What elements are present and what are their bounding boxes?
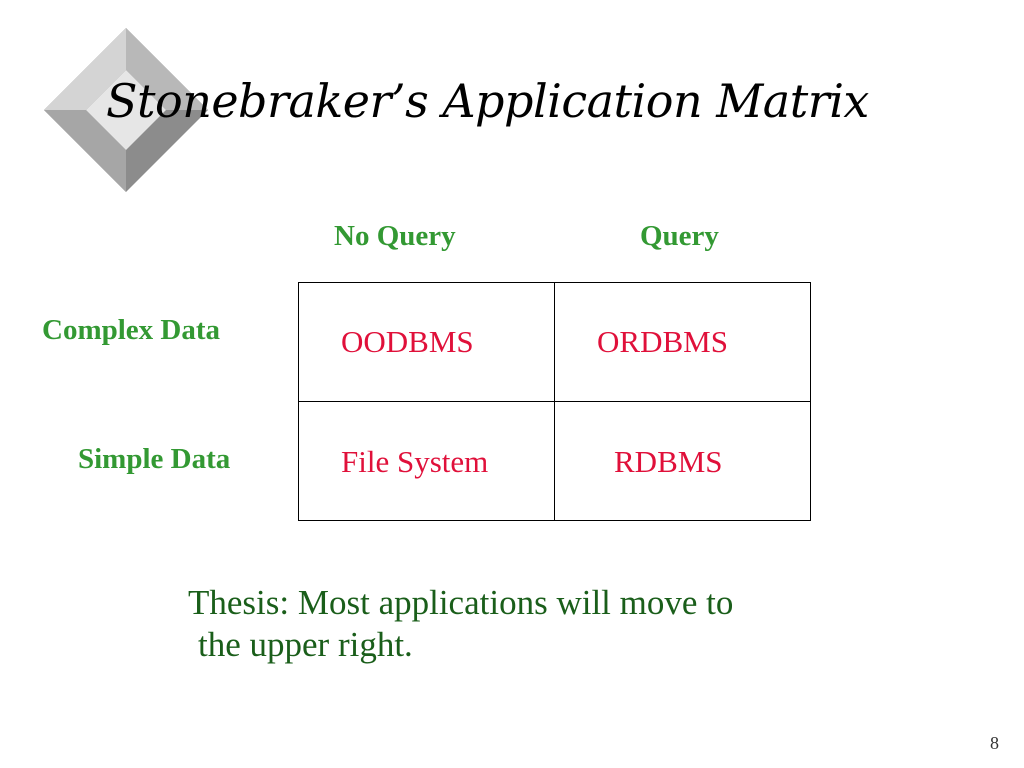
column-header-query: Query xyxy=(640,220,719,252)
column-header-no-query: No Query xyxy=(334,220,456,252)
matrix-row-complex-data: OODBMS ORDBMS xyxy=(298,282,811,402)
matrix-cell-label: ORDBMS xyxy=(597,324,728,359)
row-header-complex-data: Complex Data xyxy=(42,314,221,346)
matrix-cell-label: OODBMS xyxy=(341,324,474,359)
thesis-line: the upper right. xyxy=(198,625,413,664)
matrix-cell-label: File System xyxy=(341,444,489,479)
page-number: 8 xyxy=(990,733,999,753)
thesis-statement: Thesis: Most applications will move to t… xyxy=(188,582,733,666)
diamond-icon xyxy=(44,28,208,192)
matrix-cell-file-system: File System xyxy=(298,401,555,521)
matrix-cell-label: RDBMS xyxy=(614,444,723,479)
matrix-cell-oodbms: OODBMS xyxy=(298,282,555,402)
matrix-cell-ordbms: ORDBMS xyxy=(554,282,811,402)
slide-title: Stonebraker’s Application Matrix xyxy=(106,74,869,128)
application-matrix: OODBMS ORDBMS File System RDBMS xyxy=(298,282,811,521)
thesis-line: Thesis: Most applications will move to xyxy=(188,583,734,622)
matrix-row-simple-data: File System RDBMS xyxy=(298,401,811,521)
matrix-cell-rdbms: RDBMS xyxy=(554,401,811,521)
row-header-simple-data: Simple Data xyxy=(78,443,231,475)
